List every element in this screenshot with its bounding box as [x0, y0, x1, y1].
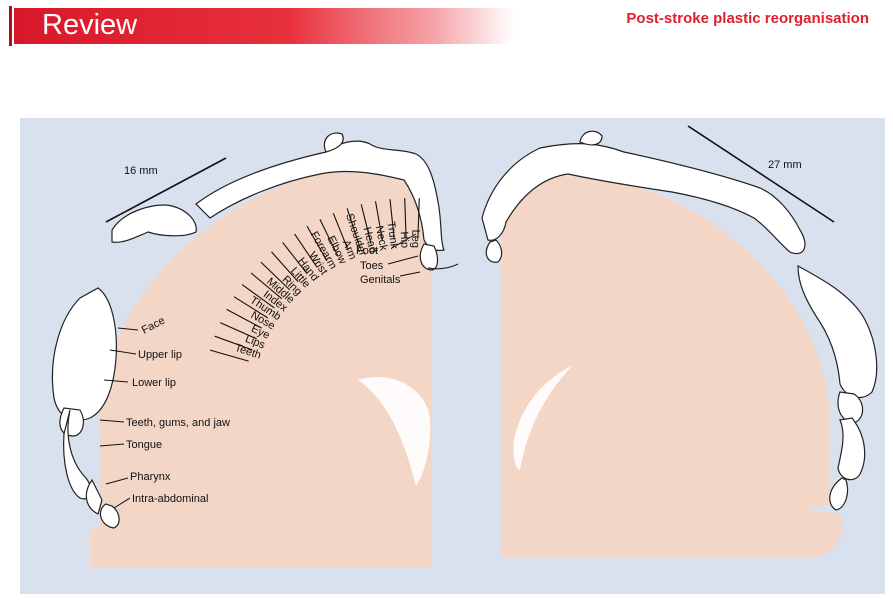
foot-label: Foot — [356, 245, 378, 257]
right-scale-label: 27 mm — [768, 159, 802, 171]
lower-lip-label: Lower lip — [132, 377, 176, 389]
header-bar: Review — [14, 8, 514, 44]
teeth-gums-jaw-label: Teeth, gums, and jaw — [126, 417, 230, 429]
running-head: Post-stroke plastic reorganisation — [626, 10, 869, 27]
intra-abdominal-label: Intra-abdominal — [132, 493, 208, 505]
section-label: Review — [42, 8, 137, 42]
arc-label-leg: Leg — [409, 230, 421, 248]
left-scale-label: 16 mm — [124, 165, 158, 177]
left-hemisphere-base — [90, 530, 432, 568]
toes-label: Toes — [360, 260, 384, 272]
homunculus-figure-svg: TeethLipsEyeNoseThumbIndexMiddleRingLitt… — [20, 118, 885, 594]
tongue-label: Tongue — [126, 439, 162, 451]
page-header: Review Post-stroke plastic reorganisatio… — [0, 0, 893, 48]
upper-lip-label: Upper lip — [138, 349, 182, 361]
header-accent-tick — [9, 6, 12, 46]
pharynx-label: Pharynx — [130, 471, 171, 483]
arc-label-hip: Hip — [398, 231, 411, 248]
genitals-label: Genitals — [360, 274, 401, 286]
